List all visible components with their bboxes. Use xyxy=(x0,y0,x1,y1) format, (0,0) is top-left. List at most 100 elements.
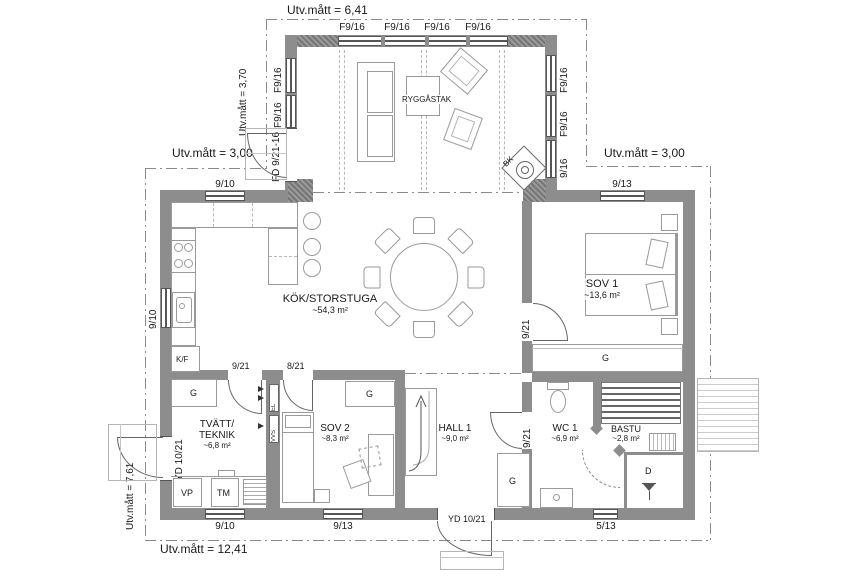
wardrobe-label: G xyxy=(509,476,517,486)
ridge-line xyxy=(499,50,500,190)
wardrobe-hall xyxy=(497,453,530,507)
window-label: 9/16 xyxy=(559,158,570,178)
door-left-gap xyxy=(160,436,172,481)
window-upper-right-3 xyxy=(546,140,556,178)
door-swing-tvatt xyxy=(228,380,262,414)
wall-junction-block xyxy=(288,179,313,202)
wall-bastu-shower xyxy=(624,452,684,455)
wall-main-bottom xyxy=(160,508,695,520)
window-mullion xyxy=(425,36,429,46)
room-label-hall1: HALL 1 ~9,0 m² xyxy=(428,423,482,443)
shaft-arrow xyxy=(258,423,264,429)
room-label-sov1: SOV 1 ~13,6 m² xyxy=(570,278,634,300)
kitchen-counter-top xyxy=(171,202,298,228)
ridge-line xyxy=(339,50,340,190)
window-label: 9/10 xyxy=(215,521,235,532)
door-tvatt-gap xyxy=(228,369,262,381)
bar-stool xyxy=(303,238,321,256)
room-area: ~6,9 m² xyxy=(551,434,579,443)
shaft-el: EL xyxy=(269,384,279,412)
wall-main-right xyxy=(683,190,695,520)
dining-chair xyxy=(413,321,435,338)
armchair-seat xyxy=(450,115,476,143)
window-main-top-1 xyxy=(205,191,245,201)
window-mullion xyxy=(381,36,385,46)
wardrobe-door-line xyxy=(532,348,683,349)
sauna-door-swing xyxy=(582,450,620,488)
burner xyxy=(184,259,193,268)
door-label: 9/21 xyxy=(521,319,532,339)
dim-line-right-top xyxy=(586,166,711,167)
window-label: 9/13 xyxy=(333,521,353,532)
ceiling-note: RYGGÅSTAK xyxy=(401,95,453,105)
shaft-vvs: VVS xyxy=(269,415,279,443)
wall-sov1-south xyxy=(532,372,695,382)
door-sov2-gap xyxy=(283,369,313,381)
door-sov1-gap xyxy=(521,303,533,341)
door-label: 8/21 xyxy=(287,361,305,371)
window-label: 5/13 xyxy=(596,521,616,532)
room-area: ~8,3 m² xyxy=(321,434,349,443)
dim-total-width: Utv.mått = 12,41 xyxy=(160,542,248,556)
dining-chair xyxy=(447,300,475,329)
open-boundary-livingroom xyxy=(313,192,523,193)
room-label-sov2: SOV 2 ~8,3 m² xyxy=(310,423,360,443)
room-name: WC 1 xyxy=(552,423,578,434)
porch-upper-left xyxy=(245,128,287,180)
side-table xyxy=(314,489,330,503)
armchair-seat xyxy=(448,55,480,87)
wardrobe-label: G xyxy=(602,353,610,363)
room-name-line2: TEKNIK xyxy=(198,430,236,441)
room-label-bastu: BASTU ~2,8 m² xyxy=(604,424,648,443)
burner xyxy=(174,259,183,268)
shaft-arrow xyxy=(258,395,264,401)
open-boundary-hall xyxy=(405,373,522,374)
room-area: ~54,3 m² xyxy=(312,305,348,315)
burner xyxy=(174,243,183,252)
sofa-cushion xyxy=(367,71,393,113)
door-swing-wc xyxy=(490,412,522,449)
sofa-cushion xyxy=(367,115,393,157)
window-label: 9/10 xyxy=(148,309,159,329)
ridge-line xyxy=(344,50,345,190)
wardrobe-label: G xyxy=(190,388,198,398)
sauna-benches xyxy=(601,382,681,424)
window-main-bottom-1 xyxy=(205,509,245,519)
bar-stool xyxy=(303,259,321,277)
room-area: ~2,8 m² xyxy=(612,434,640,443)
counter-divider xyxy=(213,203,214,227)
stairs-to-loft xyxy=(405,388,437,476)
dining-table xyxy=(390,243,458,311)
window-upper-left-2 xyxy=(286,95,296,128)
terrace-deck xyxy=(697,378,759,452)
desk xyxy=(368,434,394,496)
ridge-line xyxy=(421,50,422,190)
window-label: F9/16 xyxy=(559,111,570,137)
dim-left-offset: Utv.mått = 3,00 xyxy=(172,146,253,160)
bar-stool xyxy=(303,212,321,230)
door-swing-sov2 xyxy=(283,380,313,411)
porch-plank-line xyxy=(245,153,287,154)
window-label: F9/16 xyxy=(424,22,450,33)
dining-chair xyxy=(413,217,435,234)
wall-sov2-hall xyxy=(395,370,405,509)
window-main-top-2 xyxy=(600,191,645,201)
wall-wc-bastu xyxy=(593,382,601,430)
room-name: SOV 1 xyxy=(585,278,619,290)
wardrobe-label: G xyxy=(366,389,374,399)
dim-top-width: Utv.mått = 6,41 xyxy=(287,3,368,17)
door-label: 9/21 xyxy=(522,428,533,448)
wall-shower-partition xyxy=(624,452,627,509)
window-label: F9/16 xyxy=(559,67,570,93)
wall-corner-block xyxy=(505,35,545,47)
door-fd-gap xyxy=(285,128,297,182)
porch-left xyxy=(108,424,157,481)
dim-line-top xyxy=(266,19,587,20)
shower-label: D xyxy=(645,466,652,476)
washbasin-drain xyxy=(553,494,560,501)
bed-blanket-line xyxy=(282,432,314,433)
dim-line-right xyxy=(710,166,711,541)
armchair xyxy=(443,107,483,151)
room-name: SOV 2 xyxy=(320,423,350,434)
